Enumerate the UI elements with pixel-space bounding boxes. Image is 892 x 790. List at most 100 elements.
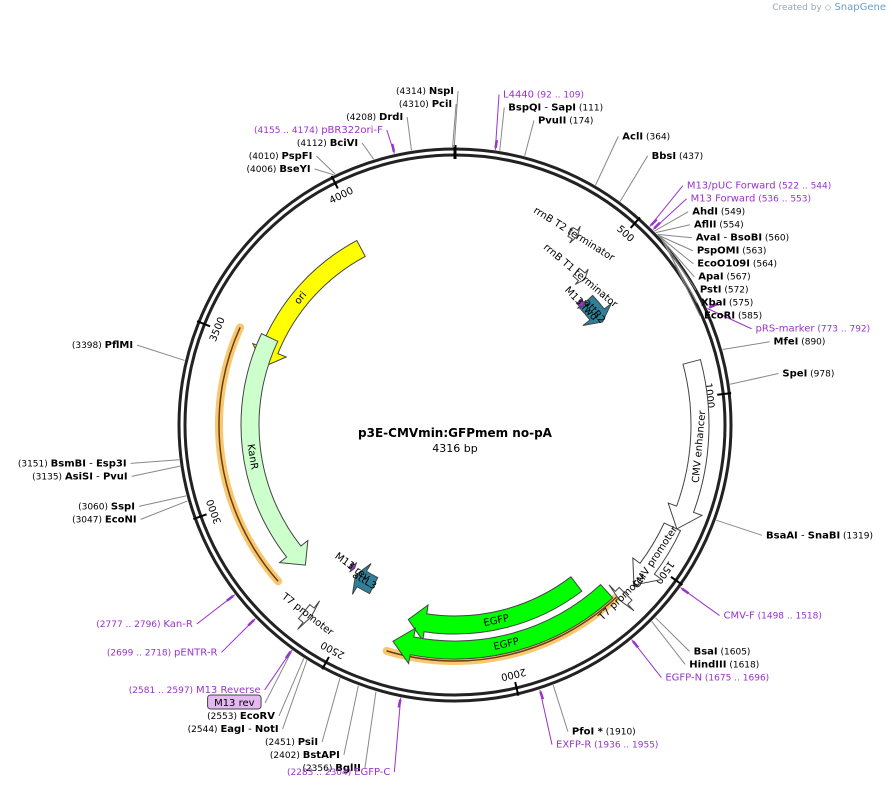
site-name: AvaI <box>696 233 720 244</box>
enzyme-label: PstI (572) <box>700 285 749 296</box>
enzyme-label: (3047) EcoNI <box>72 514 137 525</box>
backbone-inner-circle <box>183 153 727 697</box>
primer-box <box>207 694 262 710</box>
site-label: BsaI (1605) <box>694 646 751 657</box>
site-position: (174) <box>566 117 593 127</box>
site-name: pBR322ori-F <box>321 125 383 136</box>
site-name: EGFP-C <box>354 767 390 778</box>
tick-mark <box>321 656 330 670</box>
site-label: (4314) NspI <box>396 86 454 97</box>
site-label: SpeI (978) <box>782 369 834 380</box>
feature-label: rrnB T2 terminator <box>531 205 617 264</box>
enzyme-label: HindIII (1618) <box>689 659 759 670</box>
site-labels: L4440 (92 .. 109)BspQI - SapI (111)PvuII… <box>18 86 873 778</box>
leader-line <box>707 308 752 330</box>
enzyme-label: (4010) PspFI <box>249 151 313 162</box>
enzyme-label: (2356) BglII <box>302 763 360 774</box>
leader-line <box>663 241 701 316</box>
site-name: HindIII <box>689 659 726 670</box>
site-position: (1936 .. 1955) <box>591 741 658 751</box>
tick-label: 3000 <box>205 498 224 526</box>
tick-mark <box>193 513 207 520</box>
site-position: (2544) <box>188 725 221 735</box>
site-label: (2544) EagI - NotI <box>188 724 279 735</box>
leader-line <box>716 519 763 536</box>
site-label: (2581 .. 2597) M13 Reverse <box>129 685 261 696</box>
site-name: BsaI <box>694 646 718 657</box>
feature-arrow <box>632 522 682 586</box>
site-position: (890) <box>798 338 825 348</box>
feature-arrow <box>351 563 379 595</box>
primer-label: (2283 .. 2304) EGFP-C <box>287 767 390 778</box>
site-name: DrdI <box>379 112 403 123</box>
site-name: BsaAI <box>766 530 798 541</box>
site-label: (2777 .. 2796) Kan-R <box>96 619 193 630</box>
site-name: M13/pUC Forward <box>687 181 776 192</box>
site-label: (3398) PflMI <box>72 340 133 351</box>
site-position: (3135) <box>32 472 65 482</box>
primer-site-mark <box>247 619 255 627</box>
site-name: CMV-F <box>724 611 755 622</box>
site-label: AhdI (549) <box>692 207 745 218</box>
site-position: (536 .. 553) <box>755 195 811 205</box>
site-label: (2283 .. 2304) EGFP-C <box>287 767 390 778</box>
site-name: PspOMI <box>697 246 739 257</box>
primer-site-mark <box>653 221 661 230</box>
leader-line <box>393 697 402 773</box>
site-position: (522 .. 544) <box>776 182 832 192</box>
tick-mark <box>330 175 339 189</box>
plasmid-length: 4316 bp <box>432 442 477 455</box>
primer-label: L4440 (92 .. 109) <box>503 90 584 101</box>
leader-line <box>452 103 457 148</box>
site-sep: - <box>720 233 730 244</box>
enzyme-label: (3060) SspI <box>78 501 135 512</box>
site-label: L4440 (92 .. 109) <box>503 90 584 101</box>
site-label: XbaI (575) <box>701 298 753 309</box>
site-position: (1319) <box>840 531 873 541</box>
primer-site-mark <box>284 650 292 659</box>
tick-mark <box>717 392 732 396</box>
site-name: BseYI <box>279 164 310 175</box>
enzyme-label: (3151) BsmBI - Esp3I <box>18 458 127 469</box>
site-name: MfeI <box>774 337 799 348</box>
feature-arrow <box>392 583 614 665</box>
primer-label: (4155 .. 4174) pBR322ori-F <box>254 125 383 136</box>
site-name: PspFI <box>282 151 313 162</box>
leader-line <box>619 155 649 202</box>
leader-line <box>282 660 308 730</box>
site-label: (2699 .. 2718) pENTR-R <box>107 647 218 658</box>
site-position: (4006) <box>247 165 280 175</box>
site-label: (4208) DrdI <box>346 112 403 123</box>
leader-line <box>361 142 375 160</box>
site-label: BsaAI - SnaBI (1319) <box>766 530 873 541</box>
site-label: (3060) SspI <box>78 501 135 512</box>
site-name: AclI <box>622 131 643 142</box>
site-label: (2553) EcoRV <box>207 711 275 722</box>
credit-prefix: Created by <box>772 3 822 13</box>
site-position: (437) <box>676 152 703 162</box>
leader-line <box>316 155 336 175</box>
leader-line <box>406 116 412 151</box>
leader-line <box>655 617 690 652</box>
site-name: AflII <box>694 220 717 231</box>
halo-line <box>386 596 618 662</box>
site-position: (111) <box>576 104 603 114</box>
tick-mark <box>196 320 211 328</box>
enzyme-label: EcoRI (585) <box>704 311 762 322</box>
site-position: (773 .. 792) <box>814 325 870 335</box>
leader-line <box>140 500 188 520</box>
feature-arrow <box>578 294 612 327</box>
site-label: (2356) BglII <box>302 763 360 774</box>
site-position: (554) <box>717 221 744 231</box>
site-position: (560) <box>762 234 789 244</box>
site-name: PciI <box>432 99 452 110</box>
site-position: (364) <box>643 132 670 142</box>
feature-arrow <box>576 298 587 309</box>
site-position: (2553) <box>207 712 240 722</box>
site-sep: - <box>798 530 808 541</box>
site-position: (2402) <box>270 751 303 761</box>
leader-line <box>654 211 689 232</box>
feature-arrow <box>567 225 581 244</box>
leader-line <box>657 233 692 239</box>
enzyme-label: (2451) PsiI <box>265 737 318 748</box>
